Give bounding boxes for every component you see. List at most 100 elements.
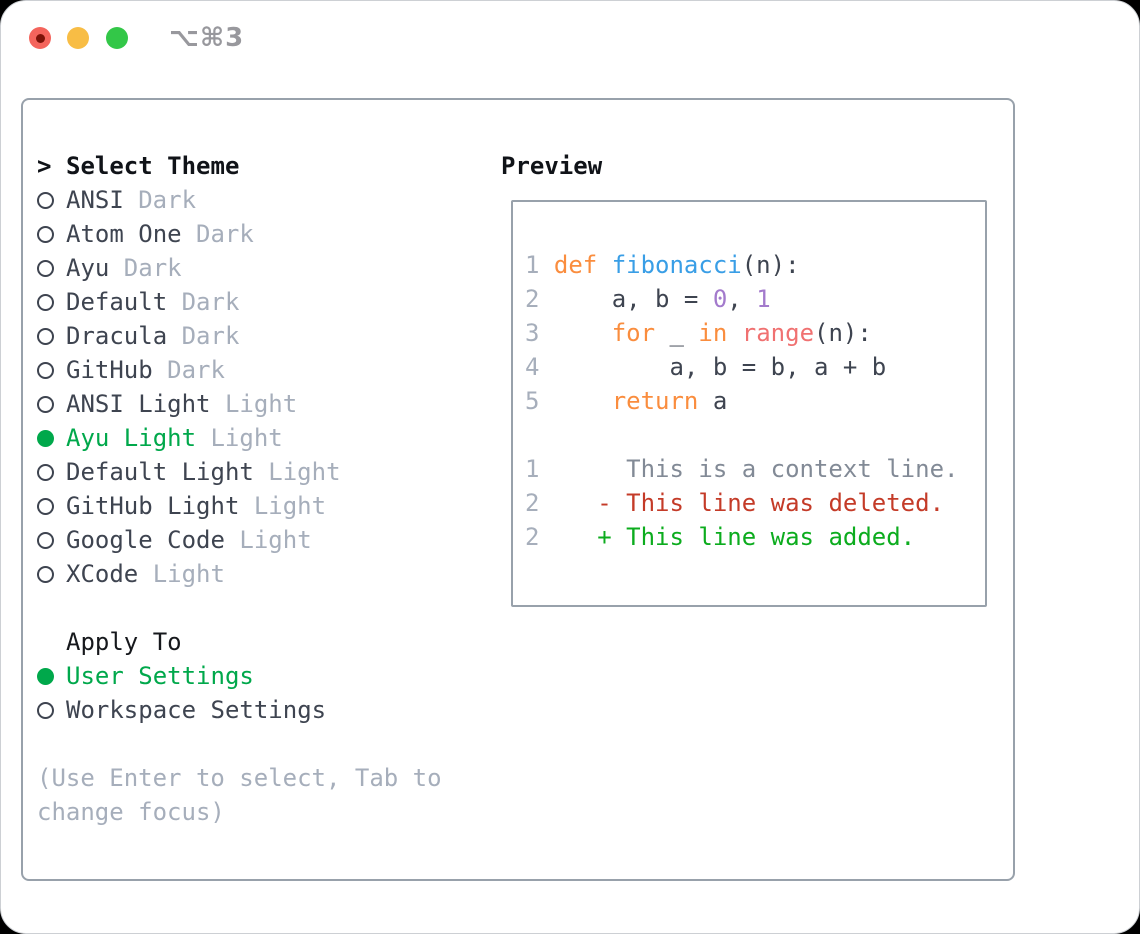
close-button[interactable]: [29, 27, 51, 49]
radio-unselected-icon: [37, 463, 66, 481]
code-token: (n):: [814, 319, 872, 347]
radio-unselected-icon: [37, 191, 66, 209]
theme-option-google-code[interactable]: Google Code Light: [37, 523, 463, 557]
theme-option-dracula-dark[interactable]: Dracula Dark: [37, 319, 463, 353]
minimize-button[interactable]: [67, 27, 89, 49]
theme-variant-tag: Dark: [167, 356, 225, 384]
code-token: a, b =: [553, 285, 713, 313]
code-token: This is a context line.: [626, 455, 959, 483]
theme-variant-tag: Dark: [181, 322, 240, 350]
theme-option-default-light[interactable]: Default Light Light: [37, 455, 463, 489]
line-number: 1: [525, 455, 540, 483]
theme-variant-tag: Dark: [181, 288, 240, 316]
code-token: 0: [712, 285, 728, 313]
window-title: ⌥⌘3: [169, 23, 245, 53]
code-token: return: [611, 387, 699, 415]
radio-unselected-icon: [37, 565, 66, 583]
line-number: 3: [525, 319, 540, 347]
theme-name: ANSI: [66, 186, 124, 214]
radio-unselected-icon: [37, 531, 66, 549]
close-button-dot-icon: [35, 33, 45, 43]
radio-unselected-icon: [37, 497, 66, 515]
theme-name: Atom One: [66, 220, 182, 248]
radio-selected-icon: [37, 667, 66, 685]
code-token: [554, 523, 597, 551]
code-token: range: [741, 319, 815, 347]
zoom-button[interactable]: [106, 27, 128, 49]
apply-option-label: Workspace Settings: [66, 696, 327, 724]
theme-name: GitHub: [66, 356, 153, 384]
radio-unselected-icon: [37, 225, 66, 243]
theme-name: ANSI Light: [66, 390, 211, 418]
spacer: [37, 727, 463, 761]
line-number: 1: [525, 251, 540, 279]
code-token: [554, 387, 612, 415]
radio-unselected-icon: [37, 293, 66, 311]
code-line: 3 for _ in range(n):: [525, 316, 985, 350]
spacer: [37, 591, 463, 625]
prompt-icon: >: [37, 152, 52, 180]
code-line: 4 a, b = b, a + b: [525, 350, 985, 384]
code-token: + This line was added.: [597, 523, 916, 551]
theme-variant-tag: Light: [224, 390, 298, 418]
theme-option-ayu-dark[interactable]: Ayu Dark: [37, 251, 463, 285]
theme-name: Default: [66, 288, 168, 316]
line-number: 2: [525, 285, 540, 313]
code-token: [554, 319, 612, 347]
theme-variant-tag: Dark: [123, 254, 182, 282]
theme-option-xcode[interactable]: XCode Light: [37, 557, 463, 591]
theme-list: > Select Theme ANSI Dark Atom One Dark A…: [37, 149, 463, 829]
code-line: 2 a, b = 0, 1: [525, 282, 985, 316]
theme-variant-tag: Light: [239, 526, 312, 554]
code-tokens: - This line was deleted.: [554, 489, 944, 517]
theme-list-header-row: > Select Theme: [37, 149, 463, 183]
theme-option-github-light[interactable]: GitHub Light Light: [37, 489, 463, 523]
theme-option-ayu-light[interactable]: Ayu Light Light: [37, 421, 463, 455]
code-token: fibonacci: [611, 251, 742, 279]
radio-unselected-icon: [37, 327, 66, 345]
radio-unselected-icon: [37, 701, 66, 719]
line-number: 2: [525, 523, 540, 551]
theme-name: Dracula: [66, 322, 168, 350]
apply-option-workspace-settings[interactable]: Workspace Settings: [37, 693, 463, 727]
radio-unselected-icon: [37, 395, 66, 413]
radio-unselected-icon: [37, 259, 66, 277]
theme-variant-tag: Dark: [196, 220, 254, 248]
code-tokens: a, b = 0, 1: [554, 285, 771, 313]
theme-list-title: Select Theme: [66, 152, 240, 180]
code-token: for: [611, 319, 656, 347]
code-token: def: [553, 251, 612, 279]
code-token: - This line was deleted.: [597, 489, 945, 517]
line-number: 4: [525, 353, 540, 381]
theme-option-default-dark[interactable]: Default Dark: [37, 285, 463, 319]
keyboard-hint: (Use Enter to select, Tab to change focu…: [37, 764, 442, 826]
diff-context-line: 1 This is a context line.: [525, 452, 985, 486]
code-tokens: return a: [554, 387, 728, 415]
theme-option-github-dark[interactable]: GitHub Dark: [37, 353, 463, 387]
theme-picker-panel: > Select Theme ANSI Dark Atom One Dark A…: [21, 98, 1015, 881]
theme-option-ansi-dark[interactable]: ANSI Dark: [37, 183, 463, 217]
theme-name: GitHub Light: [66, 492, 240, 520]
theme-option-ansi-light[interactable]: ANSI Light Light: [37, 387, 463, 421]
theme-name: Default Light: [66, 458, 254, 486]
theme-variant-tag: Light: [253, 492, 327, 520]
radio-unselected-icon: [37, 361, 66, 379]
apply-option-user-settings[interactable]: User Settings: [37, 659, 463, 693]
theme-variant-tag: Dark: [138, 186, 197, 214]
code-token: a: [698, 387, 728, 415]
code-token: 1: [756, 285, 771, 313]
code-token: in: [698, 319, 728, 347]
theme-variant-tag: Light: [268, 458, 341, 486]
code-tokens: a, b = b, a + b: [554, 353, 886, 381]
code-token: [554, 489, 597, 517]
code-token: (n):: [741, 251, 800, 279]
theme-option-atom-one-dark[interactable]: Atom One Dark: [37, 217, 463, 251]
apply-to-header-row: Apply To: [37, 625, 463, 659]
titlebar: ⌥⌘3: [1, 1, 1139, 98]
theme-name: Ayu: [66, 254, 110, 282]
theme-variant-tag: Light: [152, 560, 225, 588]
theme-name: Ayu Light: [66, 424, 197, 452]
apply-to-title: Apply To: [66, 628, 182, 656]
